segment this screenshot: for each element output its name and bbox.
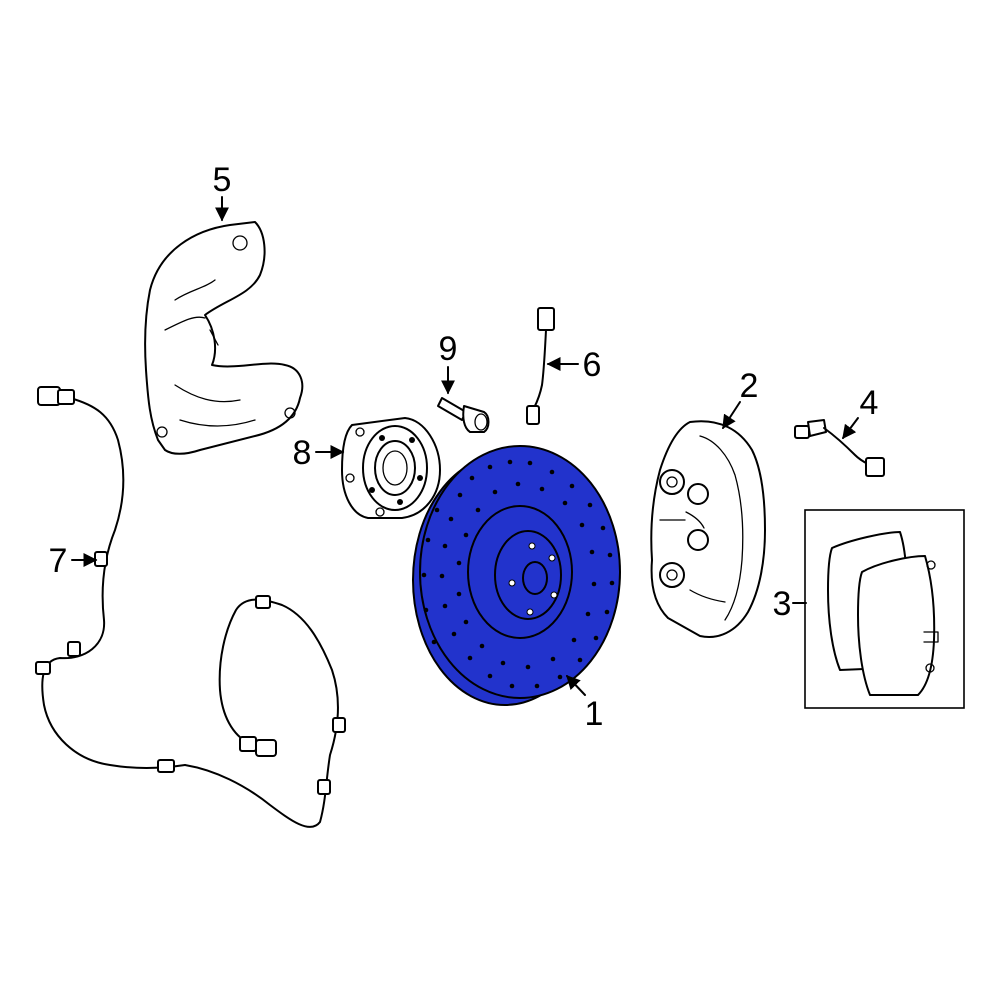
callout-5: 5 [213,161,232,199]
callout-9: 9 [439,330,458,368]
brake-pad-sensor-part[interactable] [794,419,885,477]
wire-harness-part[interactable] [35,386,346,828]
callout-4: 4 [860,384,879,422]
brake-caliper-part[interactable] [650,420,766,638]
callout-8: 8 [293,434,312,472]
wear-sensor-part[interactable] [526,307,555,425]
callout-2: 2 [740,367,759,405]
splash-shield-part[interactable] [144,221,304,455]
callout-3: 3 [773,585,792,623]
callout-1: 1 [585,695,604,733]
brake-pads-frame [804,509,965,709]
brake-rotor-part[interactable] [412,445,621,706]
bolt-part[interactable] [437,397,490,433]
wheel-hub-part[interactable] [341,417,441,519]
rotor-drill-holes [421,459,615,689]
leader-1 [566,674,586,696]
callout-7: 7 [49,542,68,580]
brake-pads-part[interactable] [804,509,965,709]
leader-2 [722,401,741,430]
leader-4 [842,417,859,440]
callout-leaders [71,196,859,696]
callout-6: 6 [583,346,602,384]
